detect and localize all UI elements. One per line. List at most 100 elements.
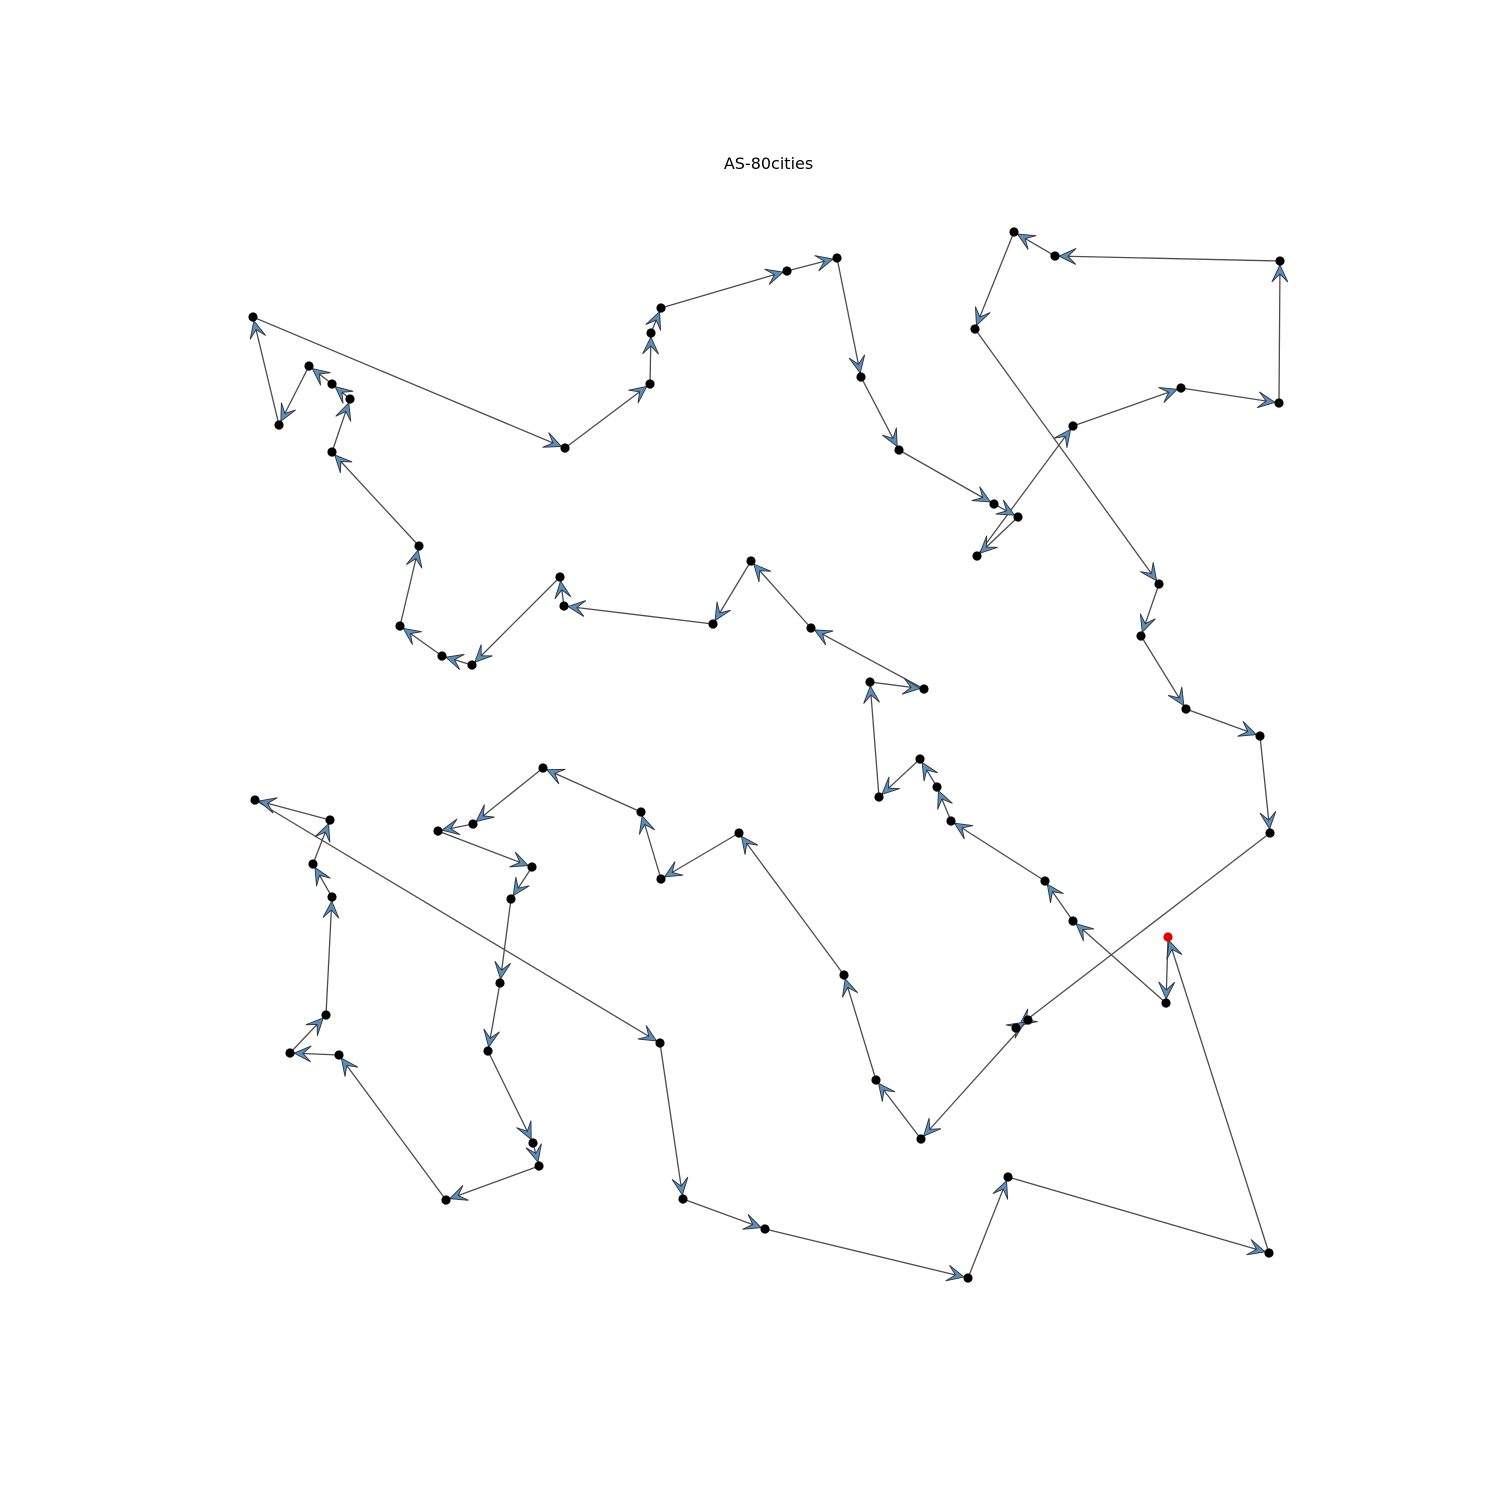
direction-arrow xyxy=(1016,233,1037,250)
direction-arrow xyxy=(475,804,495,823)
city-point xyxy=(636,807,646,817)
direction-arrow xyxy=(671,1176,689,1197)
direction-arrow xyxy=(292,1045,312,1063)
direction-arrow xyxy=(663,861,684,878)
city-point xyxy=(1274,398,1284,408)
direction-arrow xyxy=(1139,613,1156,634)
city-point xyxy=(989,499,999,509)
city-point xyxy=(832,253,842,263)
city-point xyxy=(894,445,904,455)
tour-edge xyxy=(542,767,642,813)
direction-arrow xyxy=(813,629,834,646)
city-point xyxy=(806,623,816,633)
city-point xyxy=(865,677,875,687)
start-city-point xyxy=(1163,932,1173,942)
city-point xyxy=(327,379,337,389)
tour-edge xyxy=(499,898,512,984)
city-point xyxy=(655,1038,665,1048)
city-point xyxy=(656,303,666,313)
tour-edge xyxy=(399,545,420,627)
direction-arrow xyxy=(945,1264,966,1282)
direction-arrow xyxy=(1158,981,1176,1001)
direction-arrow xyxy=(901,677,922,695)
city-point xyxy=(506,894,516,904)
city-point xyxy=(559,601,569,611)
city-point xyxy=(468,819,478,829)
tour-edge xyxy=(487,1050,534,1144)
direction-arrow xyxy=(971,486,992,503)
city-point xyxy=(304,361,314,371)
tour-edge xyxy=(976,425,1074,557)
tour-edge xyxy=(445,1165,540,1201)
direction-arrow xyxy=(406,548,423,569)
tour-edges xyxy=(252,231,1281,1279)
tour-edge xyxy=(950,820,1046,882)
tour-edge xyxy=(1007,1176,1270,1254)
direction-arrow xyxy=(545,768,566,785)
chart-title: AS-80cities xyxy=(723,154,814,173)
direction-arrow xyxy=(921,761,938,782)
city-point xyxy=(708,619,718,629)
city-point xyxy=(1040,876,1050,886)
direction-arrow xyxy=(1246,1239,1267,1256)
direction-arrow xyxy=(494,960,512,981)
city-point xyxy=(527,862,537,872)
city-point xyxy=(932,782,942,792)
city-point xyxy=(646,328,656,338)
city-point xyxy=(327,447,337,457)
direction-arrow xyxy=(335,401,352,422)
direction-arrow xyxy=(1256,391,1277,409)
direction-arrow xyxy=(512,876,530,897)
city-point xyxy=(250,795,260,805)
city-point xyxy=(274,420,284,430)
direction-arrow xyxy=(863,684,881,704)
city-point xyxy=(528,1138,538,1148)
city-point xyxy=(746,556,756,566)
direction-arrow xyxy=(311,367,331,386)
tour-edge xyxy=(472,767,544,825)
city-point xyxy=(1265,828,1275,838)
direction-arrow xyxy=(714,601,731,622)
city-point xyxy=(325,815,335,825)
tour-edge xyxy=(869,681,880,798)
direction-arrow xyxy=(1075,922,1095,942)
tour-edge xyxy=(325,896,333,1016)
direction-arrow xyxy=(474,644,493,663)
city-point xyxy=(327,892,337,902)
tour-edge xyxy=(252,316,566,449)
tour-edge xyxy=(660,270,788,309)
tour-edge xyxy=(920,1019,1029,1140)
direction-arrow xyxy=(554,579,572,600)
city-point xyxy=(856,372,866,382)
city-point xyxy=(1154,579,1164,589)
city-point xyxy=(1264,1248,1274,1258)
tour-edge xyxy=(860,376,900,451)
direction-arrow xyxy=(509,851,530,868)
city-point xyxy=(1161,998,1171,1008)
city-point xyxy=(437,651,447,661)
city-point xyxy=(1176,383,1186,393)
direction-arrow xyxy=(628,385,648,404)
direction-arrow xyxy=(953,822,974,840)
direction-arrow xyxy=(334,385,354,404)
city-point xyxy=(534,1161,544,1171)
direction-arrow xyxy=(842,977,859,998)
city-point xyxy=(734,828,744,838)
city-point xyxy=(395,621,405,631)
tour-edge xyxy=(1072,387,1182,427)
city-point xyxy=(963,1273,973,1283)
direction-arrow xyxy=(440,818,461,836)
direction-arrow xyxy=(637,1025,658,1042)
direction-arrow xyxy=(1259,811,1277,831)
direction-arrow xyxy=(444,653,465,671)
city-point xyxy=(1181,704,1191,714)
city-point xyxy=(1068,916,1078,926)
direction-arrow xyxy=(1271,263,1289,283)
city-point xyxy=(555,572,565,582)
city-point xyxy=(414,541,424,551)
direction-arrow xyxy=(257,797,278,814)
tour-edge xyxy=(252,316,280,426)
city-point xyxy=(645,379,655,389)
tour-edge xyxy=(750,560,812,629)
